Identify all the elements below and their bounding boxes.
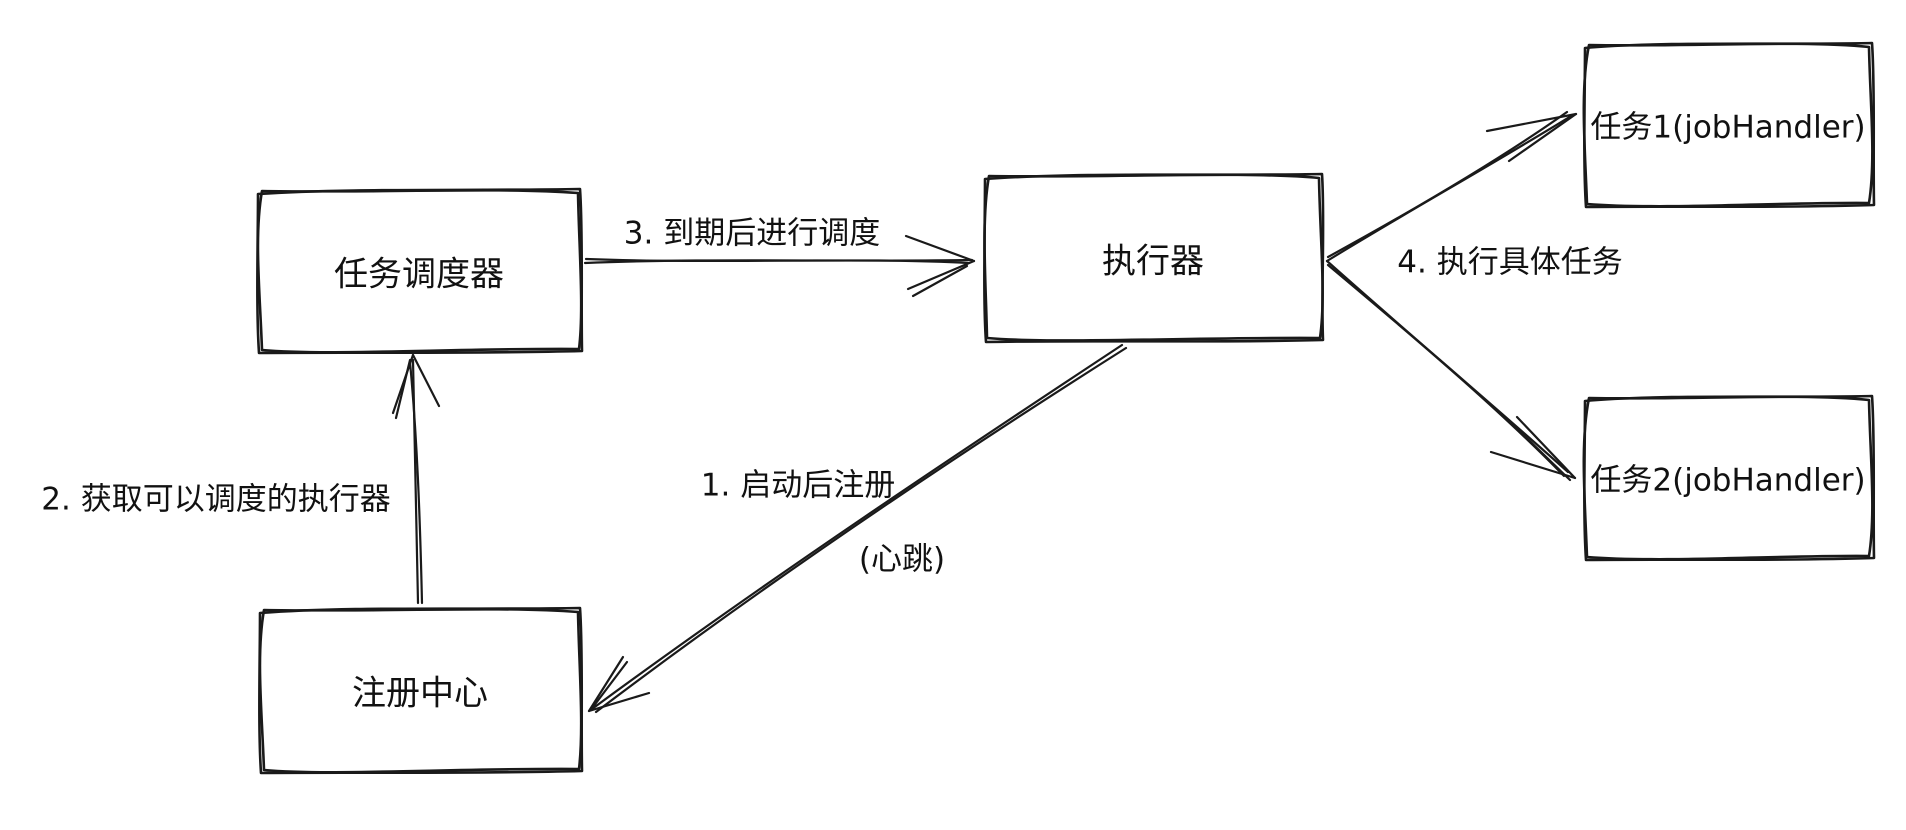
registry-label: 注册中心 <box>352 673 488 714</box>
edge-4b-arrow <box>1325 259 1577 482</box>
scheduler-label: 任务调度器 <box>334 254 504 295</box>
edge-3-label: 3. 到期后进行调度 <box>623 215 881 252</box>
edge-2-label: 2. 获取可以调度的执行器 <box>41 481 391 518</box>
executor-box <box>983 172 1325 344</box>
edge-2-arrow <box>391 353 441 605</box>
scheduler-box <box>256 187 584 355</box>
edge-1-sublabel: (心跳) <box>858 541 946 578</box>
job2-label: 任务2(jobHandler) <box>1590 462 1866 499</box>
job2-box <box>1582 394 1876 562</box>
edge-3-arrow <box>583 234 976 298</box>
edge-1-arrow <box>587 343 1128 714</box>
edge-4a-arrow <box>1325 110 1578 263</box>
job1-label: 任务1(jobHandler) <box>1590 109 1866 146</box>
job1-box <box>1582 41 1876 209</box>
registry-box <box>258 606 584 775</box>
edge-4-label: 4. 执行具体任务 <box>1397 244 1623 281</box>
edge-1-label: 1. 启动后注册 <box>700 467 896 504</box>
executor-label: 执行器 <box>1102 241 1204 282</box>
